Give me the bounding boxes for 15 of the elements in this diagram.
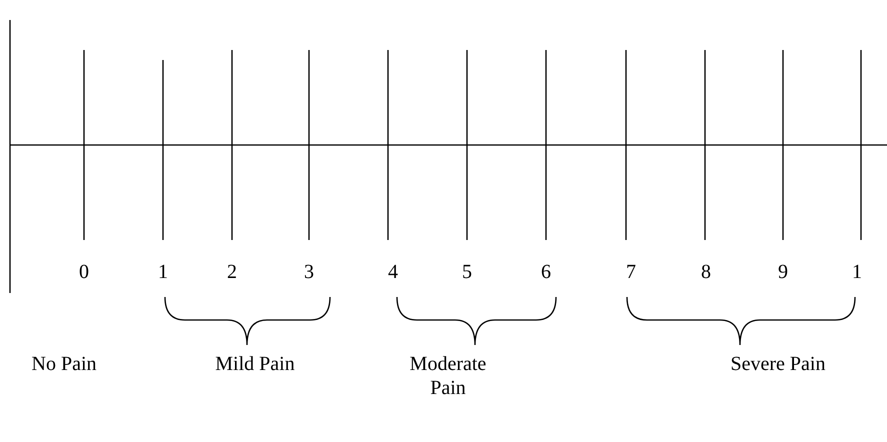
scale-number: 3 — [304, 260, 314, 284]
scale-number: 6 — [541, 260, 551, 284]
scale-number: 7 — [626, 260, 636, 284]
pain-category-label: No Pain — [32, 352, 96, 376]
scale-number: 1 — [852, 260, 862, 284]
scale-number: 9 — [778, 260, 788, 284]
scale-number: 2 — [227, 260, 237, 284]
pain-category-label: Mild Pain — [215, 352, 295, 376]
scale-number: 1 — [158, 260, 168, 284]
scale-number: 8 — [701, 260, 711, 284]
scale-number: 4 — [388, 260, 398, 284]
scale-number: 0 — [79, 260, 89, 284]
scale-number: 5 — [462, 260, 472, 284]
pain-category-label: Moderate Pain — [408, 352, 488, 400]
pain-category-label: Severe Pain — [730, 352, 826, 376]
